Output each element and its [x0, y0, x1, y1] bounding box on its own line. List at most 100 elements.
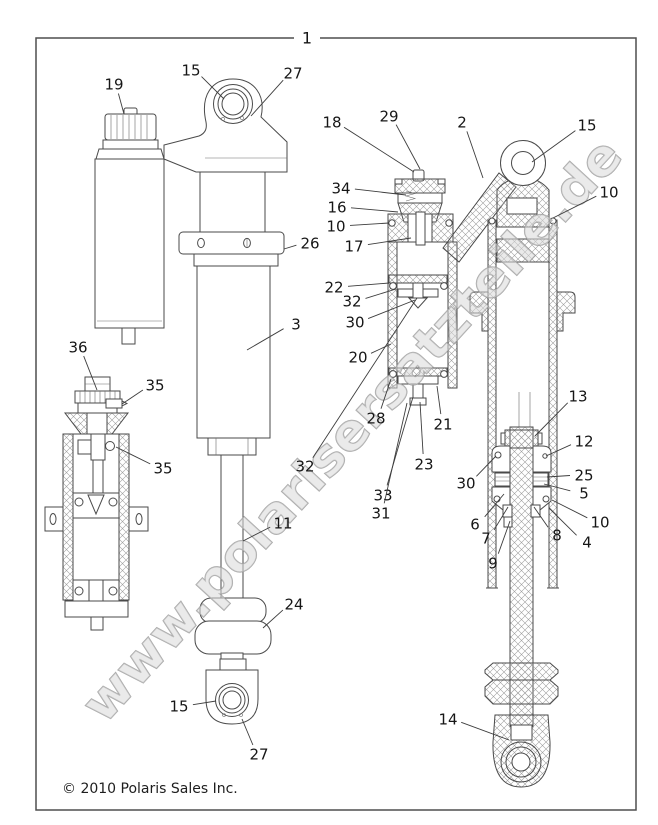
- leader-line-10-19: [349, 222, 390, 226]
- leader-line-6-36: [484, 493, 505, 518]
- leader-line-30-23: [367, 299, 416, 320]
- clamp-band: [178, 231, 285, 255]
- callout-30-33: 30: [456, 475, 475, 493]
- callout-18-12: 18: [322, 114, 341, 132]
- body-tab-right: [556, 291, 576, 332]
- leader-line-24-6: [262, 609, 284, 629]
- callout-28-26: 28: [366, 410, 385, 428]
- leader-line-32-25: [312, 297, 418, 458]
- callout-29-13: 29: [379, 108, 398, 126]
- leader-line-19-0: [117, 93, 125, 115]
- callout-27-2: 27: [283, 65, 302, 83]
- callout-23-28: 23: [414, 456, 433, 474]
- callout-35-10: 35: [145, 377, 164, 395]
- leader-line-14-42: [461, 721, 510, 741]
- leader-line-5-35: [543, 483, 571, 492]
- callout-19-0: 19: [104, 76, 123, 94]
- leader-line-30-33: [476, 455, 497, 477]
- callout-10-40: 10: [590, 514, 609, 532]
- shock-body: [196, 265, 271, 439]
- callout-22-21: 22: [324, 279, 343, 297]
- callout-10-16: 10: [599, 184, 618, 202]
- leader-line-4-41: [548, 507, 577, 536]
- side-screw: [105, 398, 123, 409]
- reservoir-body: [94, 158, 165, 329]
- drawing-right-shock-section: [387, 140, 576, 788]
- callout-13-31: 13: [568, 388, 587, 406]
- callout-25-34: 25: [574, 467, 593, 485]
- assembly-callout-1: 1: [302, 29, 312, 48]
- leader-line-25-34: [546, 475, 571, 478]
- leader-line-8-39: [533, 506, 549, 528]
- leader-line-15-1: [201, 76, 225, 100]
- drawing-left-shock: [94, 78, 288, 725]
- callout-21-27: 21: [433, 416, 452, 434]
- leader-line-35-11: [115, 446, 151, 465]
- callout-33-29: 33: [373, 487, 392, 505]
- leader-line-10-16: [552, 195, 597, 219]
- leader-line-29-13: [395, 124, 421, 170]
- callout-15-15: 15: [577, 117, 596, 135]
- upper-tube: [199, 171, 266, 233]
- callout-12-32: 12: [574, 433, 593, 451]
- callout-6-36: 6: [470, 516, 480, 534]
- leader-line-21-27: [436, 385, 442, 415]
- callout-4-41: 4: [582, 534, 592, 552]
- callout-10-19: 10: [326, 218, 345, 236]
- piston: [504, 429, 539, 449]
- callout-11-5: 11: [273, 515, 292, 533]
- callout-35-11: 35: [153, 460, 172, 478]
- callout-31-30: 31: [371, 505, 390, 523]
- callout-32-25: 32: [295, 458, 314, 476]
- body-tab-left: [469, 291, 489, 332]
- leader-line-9-38: [497, 520, 511, 554]
- leader-line-7-37: [493, 506, 509, 531]
- callout-15-7: 15: [169, 698, 188, 716]
- leader-line-17-20: [367, 237, 412, 246]
- callout-26-3: 26: [300, 235, 319, 253]
- leader-line-28-26: [380, 378, 392, 409]
- callout-3-4: 3: [291, 316, 301, 334]
- leader-line-23-28: [419, 401, 424, 455]
- leader-line-32-22: [365, 288, 397, 299]
- border-frame: [35, 37, 637, 811]
- callout-17-20: 17: [344, 238, 363, 256]
- callout-36-9: 36: [68, 339, 87, 357]
- leader-line-35-10: [121, 389, 144, 405]
- damper-tube-wall: [387, 241, 398, 389]
- callout-14-42: 14: [438, 711, 457, 729]
- callout-30-23: 30: [345, 314, 364, 332]
- leader-line-22-21: [347, 282, 390, 287]
- leader-line-15-15: [531, 130, 576, 163]
- callout-2-14: 2: [457, 114, 467, 132]
- leader-line-31-30: [383, 402, 408, 504]
- callout-24-6: 24: [284, 596, 303, 614]
- leader-line-26-3: [283, 244, 297, 250]
- jam-nut: [484, 662, 559, 681]
- leader-line-27-2: [250, 79, 284, 117]
- leader-line-2-14: [466, 131, 484, 179]
- leader-line-20-24: [370, 343, 392, 354]
- callout-32-22: 32: [342, 293, 361, 311]
- leader-line-16-18: [350, 207, 399, 213]
- leader-line-36-9: [83, 355, 98, 391]
- callout-27-8: 27: [249, 746, 268, 764]
- leader-line-3-4: [246, 328, 284, 351]
- leader-line-13-31: [534, 402, 569, 437]
- callout-8-39: 8: [552, 527, 562, 545]
- leader-line-15-7: [192, 700, 217, 706]
- leader-line-11-5: [242, 526, 271, 542]
- leader-line-27-8: [241, 718, 254, 746]
- leader-line-12-32: [545, 444, 572, 457]
- drawing-small-valve-assembly: [44, 376, 149, 631]
- callout-5-35: 5: [579, 485, 589, 503]
- callout-20-24: 20: [348, 349, 367, 367]
- callout-15-1: 15: [181, 62, 200, 80]
- callout-7-37: 7: [481, 530, 491, 548]
- seal-head: [491, 445, 511, 473]
- copyright-text: © 2010 Polaris Sales Inc.: [62, 781, 238, 797]
- callout-16-18: 16: [327, 199, 346, 217]
